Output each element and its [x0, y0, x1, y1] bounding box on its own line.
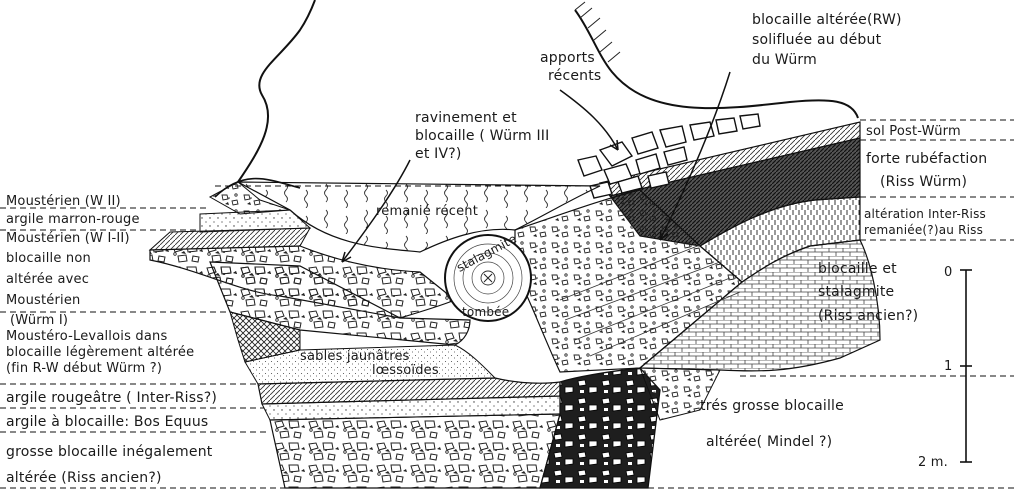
label-moustero-1: Moustéro-Levallois dans — [6, 329, 167, 344]
label-argile-blocaille: argile à blocaille: Bos Equus — [6, 414, 208, 430]
label-blocaille-stal-3: (Riss ancien?) — [818, 308, 918, 324]
scale-tick-2: 2 m. — [918, 455, 948, 470]
label-ravinement-1: ravinement et — [415, 110, 517, 126]
label-remanie: remanié récent — [376, 204, 478, 219]
cave-roof-left-outline — [238, 0, 315, 182]
label-alteration-1: altération Inter-Riss — [864, 207, 986, 221]
label-moustero-3: (fin R-W début Würm ?) — [6, 361, 162, 376]
label-mousterien-wii: Moustérien (W II) — [6, 194, 121, 209]
scale-tick-0: 0 — [944, 265, 952, 280]
label-blocaille-alteree-3: du Würm — [752, 52, 817, 68]
label-apports-1: apports — [540, 50, 595, 66]
label-moustero-2: blocaille légèrement altérée — [6, 345, 194, 360]
scale-bar — [960, 270, 972, 462]
label-alteration-2: remaniée(?)au Riss — [864, 223, 983, 237]
grosse-blocaille-band — [270, 414, 560, 488]
label-blocaille-stal-1: blocaille et — [818, 261, 897, 277]
label-tombee: tombée — [462, 305, 509, 319]
label-alteree-mindel: altérée( Mindel ?) — [706, 434, 832, 450]
label-tres-grosse: trés grosse blocaille — [700, 398, 844, 414]
label-blocaille-stal-2: stalagmite — [818, 284, 894, 300]
label-forte-1: forte rubéfaction — [866, 151, 987, 167]
label-ravinement-2: blocaille ( Würm III — [415, 128, 549, 144]
label-blocaille-alteree-1: blocaille altérée(RW) — [752, 12, 902, 28]
label-argile-rougeatre: argile rougeâtre ( Inter-Riss?) — [6, 390, 217, 406]
label-sables-2: lœssoïdes — [372, 363, 439, 378]
label-mousterien-wi-ii: Moustérien (W I-II) — [6, 231, 130, 246]
label-blocaille-non-1: blocaille non — [6, 251, 91, 266]
label-blocaille-non-4: (Würm I) — [10, 313, 68, 328]
label-sables-1: sables jaunâtres — [300, 349, 410, 364]
label-apports-2: récents — [548, 68, 601, 84]
label-grosse-2: altérée (Riss ancien?) — [6, 470, 162, 486]
label-argile-marron: argile marron-rouge — [6, 212, 140, 227]
label-sol-post: sol Post-Würm — [866, 124, 961, 139]
label-blocaille-alteree-2: solifluée au début — [752, 32, 882, 48]
label-blocaille-non-3: Moustérien — [6, 293, 80, 308]
scale-tick-1: 1 — [944, 359, 952, 374]
label-ravinement-3: et IV?) — [415, 146, 462, 162]
label-blocaille-non-2: altérée avec — [6, 272, 89, 287]
label-forte-2: (Riss Würm) — [880, 174, 967, 190]
label-grosse-1: grosse blocaille inégalement — [6, 444, 213, 460]
